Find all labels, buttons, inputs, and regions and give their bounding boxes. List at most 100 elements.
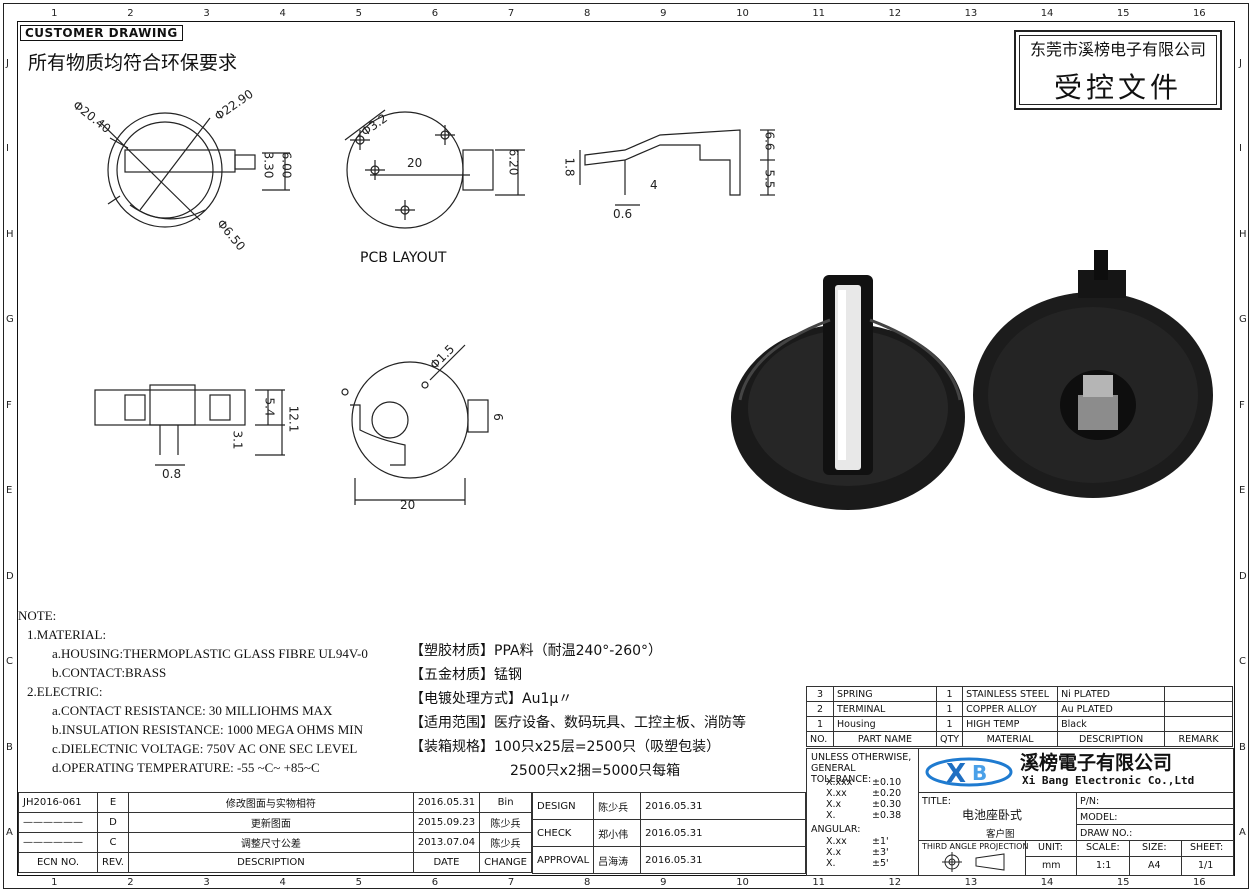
dim-bottom-width: 20	[400, 498, 416, 512]
zone-column-label: 3	[203, 8, 210, 19]
top-view-drawing	[99, 112, 290, 228]
zone-column-label: 7	[507, 8, 515, 19]
tol-val: ±0.10	[872, 777, 902, 788]
zone-column-label: 1	[51, 877, 58, 888]
dim-pcb-height: 6.20	[506, 148, 521, 176]
bom-desc: Black	[1057, 716, 1166, 732]
zone-column-label: 13	[964, 8, 978, 19]
stamp-company-name: 东莞市溪榜电子有限公司	[1029, 42, 1206, 59]
zone-row-label: G	[6, 314, 14, 326]
front-view-drawing	[94, 384, 285, 466]
zone-row-label: B	[6, 741, 13, 753]
zone-column-label: 5	[355, 877, 362, 888]
product-photo-back	[973, 250, 1213, 498]
ang-key: X.	[826, 858, 836, 869]
bom-material: HIGH TEMP	[962, 716, 1059, 732]
bom-row: 1 Housing 1 HIGH TEMP Black	[806, 716, 1233, 732]
rev-desc: 修改图面与实物相符	[127, 792, 414, 813]
zone-column-label: 14	[1040, 877, 1054, 888]
approval-row: APPROVAL 吕海涛 2016.05.31	[531, 846, 806, 874]
tol-val: ±0.20	[872, 788, 902, 799]
zone-row-label: F	[6, 399, 12, 411]
drawno-label: DRAW NO.:	[1080, 828, 1133, 839]
tol-val: ±0.38	[872, 810, 902, 821]
rev-date: 2016.05.31	[412, 792, 481, 813]
bom-material: COPPER ALLOY	[962, 701, 1059, 717]
size-value: A4	[1148, 860, 1161, 871]
bom-desc: Au PLATED	[1057, 701, 1166, 717]
bom-header-no: NO.	[806, 731, 834, 747]
zone-column-label: 1	[51, 8, 58, 19]
ang-key: X.xx	[826, 836, 847, 847]
ang-val: ±5'	[872, 858, 889, 869]
note-item-3: b.CONTACT:BRASS	[52, 665, 167, 680]
company-logo-icon: X B	[925, 757, 1013, 788]
zone-column-label: 6	[431, 8, 439, 19]
zone-column-label: 15	[1116, 877, 1130, 888]
zone-row-label: B	[1239, 741, 1246, 753]
pn-label: P/N:	[1080, 796, 1100, 807]
bom-remark	[1164, 716, 1233, 732]
scale-value: 1:1	[1096, 860, 1112, 871]
zone-column-label: 5	[355, 8, 362, 19]
zone-column-label: 13	[964, 877, 978, 888]
outer-frame	[3, 3, 1249, 889]
unit-label: UNIT:	[1038, 842, 1063, 853]
approval-date: 2016.05.31	[640, 819, 806, 847]
notes-title: NOTE:	[18, 608, 57, 623]
zone-row-label: J	[6, 57, 9, 69]
zone-row-label: H	[1239, 228, 1247, 240]
approval-name: 郑小伟	[593, 819, 642, 847]
zone-column-label: 6	[431, 877, 439, 888]
bom-remark	[1164, 701, 1233, 717]
zone-column-label: 11	[812, 8, 826, 19]
rev-change: 陈少兵	[479, 812, 532, 833]
bom-row: 2 TERMINAL 1 COPPER ALLOY Au PLATED	[806, 701, 1233, 717]
third-angle-projection-icon	[942, 852, 1005, 872]
note-item-8: d.OPERATING TEMPERATURE: -55 ~C~ +85~C	[52, 760, 320, 775]
zone-column-label: 11	[812, 877, 826, 888]
zone-column-label: 16	[1192, 8, 1206, 19]
rev-header-ecn: ECN NO.	[18, 852, 98, 873]
zone-column-label: 8	[583, 8, 591, 19]
eco-requirement: 所有物质均符合环保要求	[28, 53, 238, 74]
zone-row-label: C	[6, 656, 13, 668]
approval-name: 吕海涛	[593, 846, 642, 874]
dim-side-b: 5.5	[762, 169, 777, 189]
rev-date: 2013.07.04	[412, 832, 481, 853]
side-view-drawing	[579, 129, 775, 206]
zone-column-label: 15	[1116, 8, 1130, 19]
revision-row: —————— C 调整尺寸公差 2013.07.04 陈少兵	[18, 832, 532, 853]
tolerance-title: UNLESS OTHERWISE, GENERAL TOLERANCE:	[811, 752, 912, 785]
tol-key: X.	[826, 810, 836, 821]
bom-header-qty: QTY	[935, 731, 964, 747]
inner-frame	[17, 21, 1235, 876]
bom-part: Housing	[833, 716, 937, 732]
bom-header-desc: DESCRIPTION	[1057, 731, 1166, 747]
bom-header-material: MATERIAL	[962, 731, 1059, 747]
projection-label: THIRD ANGLE PROJECTION	[922, 842, 1029, 851]
spec-packing: 【装箱规格】100只x25层=2500只（吸塑包装）	[410, 739, 721, 755]
rev-change: 陈少兵	[479, 832, 532, 853]
rev-ecn: ——————	[18, 812, 98, 833]
approval-row: CHECK 郑小伟 2016.05.31	[531, 819, 806, 847]
zone-column-label: 8	[583, 877, 591, 888]
approval-role: APPROVAL	[531, 846, 595, 874]
sheet-value: 1/1	[1198, 860, 1214, 871]
revision-row: JH2016-061 E 修改图面与实物相符 2016.05.31 Bin	[18, 792, 532, 813]
bom-header: NO. PART NAME QTY MATERIAL DESCRIPTION R…	[806, 731, 1233, 747]
zone-row-label: E	[6, 485, 13, 497]
rev-date: 2015.09.23	[412, 812, 481, 833]
dim-side-a: 6.6	[762, 131, 777, 151]
revision-header: ECN NO. REV. DESCRIPTION DATE CHANGE	[18, 852, 532, 873]
spec-packing-box: 2500只x2捆=5000只每箱	[510, 763, 681, 779]
scale-label: SCALE:	[1086, 842, 1120, 853]
rev-change: Bin	[479, 792, 532, 813]
zone-row-label: F	[1239, 399, 1245, 411]
size-label: SIZE:	[1142, 842, 1167, 853]
spec-application: 【适用范围】医疗设备、数码玩具、工控主板、消防等	[410, 715, 746, 731]
note-item-1: 1.MATERIAL:	[27, 627, 107, 642]
dim-side-d: 4	[650, 178, 658, 192]
bom-header-part: PART NAME	[833, 731, 937, 747]
